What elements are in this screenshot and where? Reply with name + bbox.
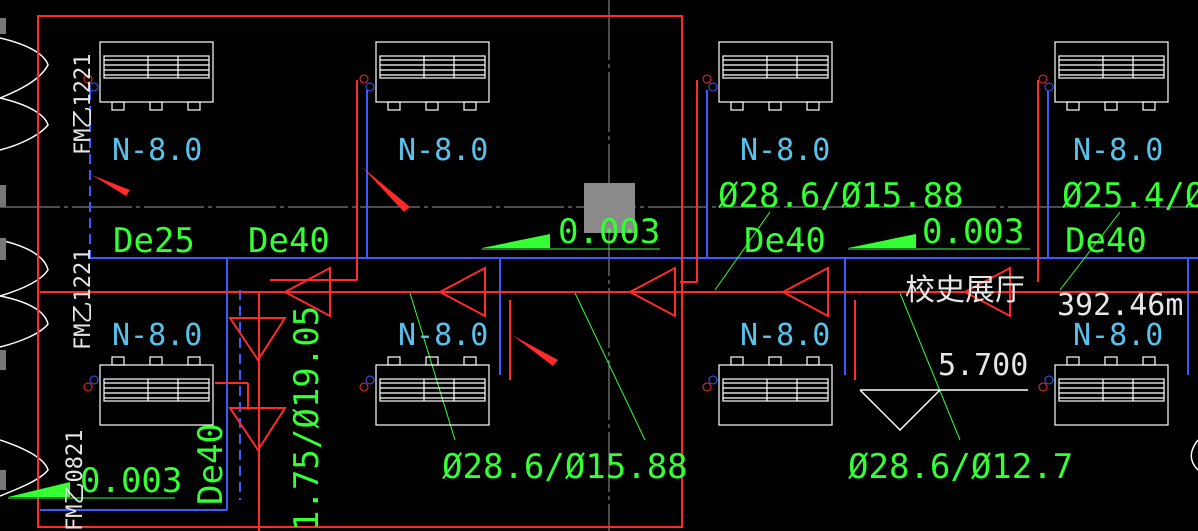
pipe-label-de40-a: De40 — [248, 221, 330, 261]
pipe-labels: De25 De40 De40 De40 0.003 0.003 0.003 Ø2… — [80, 176, 1198, 531]
dia-label-a: Ø28.6/Ø15.88 — [718, 176, 964, 216]
pipe-connector — [359, 74, 369, 84]
wall-arcs — [0, 37, 1198, 497]
pipe-connector — [1044, 375, 1054, 385]
annotation-arrows — [92, 167, 558, 366]
door-label-top: FM乙1221 — [71, 54, 96, 155]
slope-label-b: 0.003 — [922, 212, 1024, 252]
pipe-connector — [702, 74, 712, 84]
pipe-connector — [708, 82, 718, 92]
unit-label-4: N-8.0 — [1073, 133, 1163, 168]
unit-label-5: N-8.0 — [112, 318, 202, 353]
dia-label-c: Ø28.6/Ø15.88 — [442, 447, 688, 487]
room-elevation: 5.700 — [938, 348, 1028, 383]
room-labels: 校史展厅 392.46m 5.700 — [905, 273, 1183, 383]
pipe-fittings — [228, 266, 1011, 452]
pipe-connector — [89, 375, 99, 385]
gray-block — [584, 183, 635, 233]
slope-label-c: 0.003 — [80, 461, 182, 501]
pipe-connector — [83, 382, 93, 392]
pipe-connector — [1038, 74, 1048, 84]
ac-unit — [1054, 41, 1169, 111]
red-pipes — [40, 80, 1198, 531]
pipe-label-de40-c: De40 — [1065, 221, 1147, 261]
dia-label-b: Ø25.4/Ø1 — [1062, 176, 1198, 216]
blue-pipes — [40, 90, 1198, 511]
unit-labels: N-8.0 N-8.0 N-8.0 N-8.0 N-8.0 N-8.0 N-8.… — [112, 133, 1163, 353]
unit-label-1: N-8.0 — [112, 133, 202, 168]
pipe-connector — [702, 382, 712, 392]
pipe-label-de40-d: De40 — [191, 423, 231, 505]
slope-label-a: 0.003 — [558, 212, 660, 252]
unit-label-7: N-8.0 — [740, 318, 830, 353]
door-label-bottom: FM乙0821 — [63, 430, 88, 531]
ac-unit — [375, 356, 490, 426]
dia-label-e: 1.75/Ø19.05 — [287, 306, 327, 531]
ac-unit — [1054, 356, 1169, 426]
pipe-connector — [359, 382, 369, 392]
pipe-label-de40-b: De40 — [744, 221, 826, 261]
ac-unit — [99, 41, 214, 111]
selection-window[interactable] — [37, 15, 683, 528]
ac-unit — [718, 356, 833, 426]
unit-label-8: N-8.0 — [1073, 318, 1163, 353]
unit-label-6: N-8.0 — [398, 318, 488, 353]
slope-triangles — [8, 234, 916, 497]
room-area: 392.46m — [1057, 288, 1183, 323]
door-labels: FM乙1221 FM乙1221 FM乙0821 — [63, 54, 96, 531]
slope-lines — [8, 248, 1030, 499]
pipe-label-de25: De25 — [113, 221, 195, 261]
pipe-connector — [1044, 82, 1054, 92]
ac-units — [83, 41, 1169, 426]
left-ruler-ticks — [0, 18, 6, 490]
pipe-connector — [365, 375, 375, 385]
door-label-mid: FM乙1221 — [71, 249, 96, 350]
pipe-connector — [708, 375, 718, 385]
dia-label-d: Ø28.6/Ø12.7 — [848, 447, 1073, 487]
unit-label-3: N-8.0 — [740, 133, 830, 168]
ac-unit — [99, 356, 214, 426]
unit-label-2: N-8.0 — [398, 133, 488, 168]
pipe-connector — [89, 82, 99, 92]
ac-unit — [718, 41, 833, 111]
pipe-connector — [1038, 382, 1048, 392]
leader-lines — [409, 211, 1121, 441]
room-name: 校史展厅 — [905, 273, 1025, 308]
ac-unit — [375, 41, 490, 111]
pipe-connector — [365, 82, 375, 92]
elevation-marker — [859, 389, 1028, 432]
pipe-connector — [83, 74, 93, 84]
